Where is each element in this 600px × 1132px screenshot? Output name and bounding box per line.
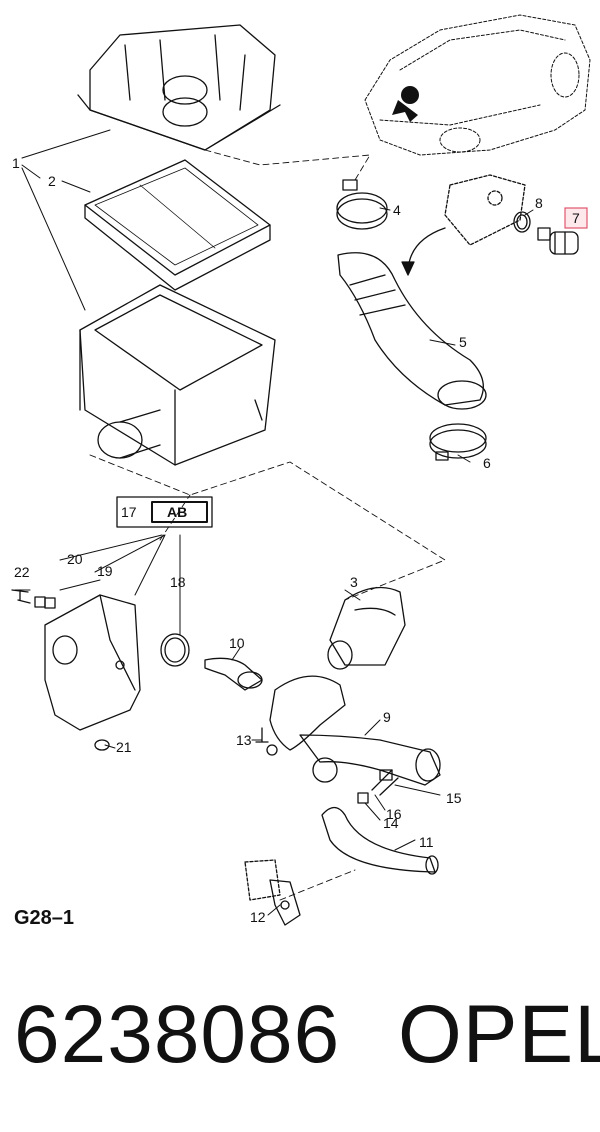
callout-20: 20	[67, 551, 83, 567]
callout-12: 12	[250, 909, 266, 925]
figure-code: G28–1	[14, 907, 75, 929]
callout-2: 2	[48, 173, 56, 189]
leader-lines	[14, 129, 534, 916]
air-box-lid	[77, 24, 281, 151]
callout-15: 15	[446, 790, 462, 806]
callout-21: 21	[116, 739, 132, 755]
screw-22	[11, 589, 31, 604]
exploded-parts-diagram: 1 2 3 4 5 6 7 8 9 10 11 12 13 14 15 16 1…	[11, 14, 591, 926]
callout-16: 16	[386, 806, 402, 822]
hose-clamp-4	[336, 179, 388, 230]
air-box-housing	[79, 284, 276, 466]
part-number: 6238086	[14, 989, 341, 1080]
seal-ring-18	[160, 633, 190, 667]
resonator-tank	[44, 594, 141, 751]
intake-duct-5	[337, 252, 487, 410]
callout-10: 10	[229, 635, 245, 651]
hose-11	[321, 806, 439, 875]
car-outline-illustration	[364, 14, 591, 156]
grommet-20	[34, 596, 56, 609]
sensor-gasket-8	[513, 211, 531, 233]
sensor-15	[371, 769, 399, 796]
brand-name: OPEL	[398, 989, 600, 1080]
callout-labels: 1 2 3 4 5 6 7 8 9 10 11 12 13 14 15 16 1…	[12, 155, 580, 925]
callout-6: 6	[483, 455, 491, 471]
intake-resonator-3	[327, 586, 406, 670]
callout-22: 22	[14, 564, 30, 580]
callout-5: 5	[459, 334, 467, 350]
hose-clamp-6	[429, 423, 487, 461]
callout-18: 18	[170, 574, 186, 590]
vent-hose-10	[204, 657, 263, 691]
highlight-box-7	[564, 207, 588, 229]
group-box-code: AB	[167, 504, 187, 520]
intake-pipe-9	[269, 675, 441, 786]
car-engine-highlight-icon	[392, 86, 419, 122]
nut-14	[357, 792, 369, 804]
callout-11: 11	[419, 834, 434, 850]
sensor-part-7	[537, 227, 579, 255]
air-filter-element	[84, 159, 271, 291]
callout-8: 8	[535, 195, 543, 211]
callout-1: 1	[12, 155, 20, 171]
callout-4: 4	[393, 202, 401, 218]
assembly-guide-lines	[89, 149, 446, 901]
callout-3: 3	[350, 574, 358, 590]
callout-7: 7	[572, 210, 580, 226]
group-box	[116, 496, 213, 528]
bracket-12	[244, 859, 301, 926]
sensor-mount-plate	[444, 174, 526, 246]
callout-19: 19	[97, 563, 113, 579]
group-box-number: 17	[121, 504, 137, 520]
callout-13: 13	[236, 732, 252, 748]
callout-14: 14	[383, 815, 399, 831]
callout-9: 9	[383, 709, 391, 725]
